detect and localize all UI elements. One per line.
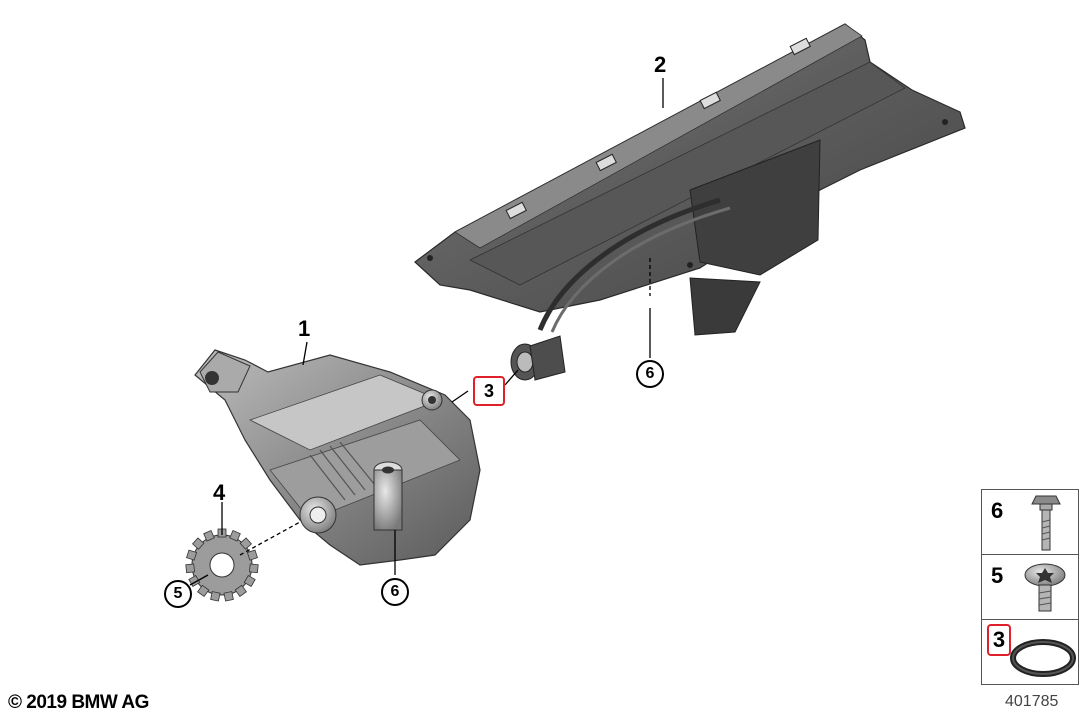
- legend-number-highlighted: 3: [987, 624, 1011, 656]
- diagram-number: 401785: [1005, 693, 1059, 710]
- legend-row-3[interactable]: 3: [982, 620, 1078, 685]
- oil-pump: [194, 349, 481, 566]
- callout-6-pump: 6: [381, 578, 409, 606]
- legend-number: 5: [991, 563, 1004, 588]
- sprocket: [185, 528, 259, 602]
- copyright-text: © 2019 BMW AG: [8, 692, 149, 713]
- bolt-icon: [1031, 495, 1061, 551]
- legend-panel: 6 5 3: [981, 489, 1079, 685]
- legend-row-6[interactable]: 6: [982, 490, 1078, 555]
- o-ring-icon: [1010, 639, 1076, 677]
- callout-6-pan: 6: [636, 360, 664, 388]
- callout-3-highlighted[interactable]: 3: [473, 376, 505, 406]
- callout-4: 4: [213, 480, 226, 505]
- legend-row-5[interactable]: 5: [982, 555, 1078, 620]
- callout-2: 2: [654, 52, 667, 77]
- callout-1: 1: [298, 316, 311, 341]
- torx-screw-icon: [1024, 563, 1066, 612]
- callout-5: 5: [164, 580, 192, 608]
- leader-lines: [189, 78, 664, 586]
- oil-pan-baffle: [414, 23, 966, 381]
- legend-number: 6: [991, 498, 1004, 523]
